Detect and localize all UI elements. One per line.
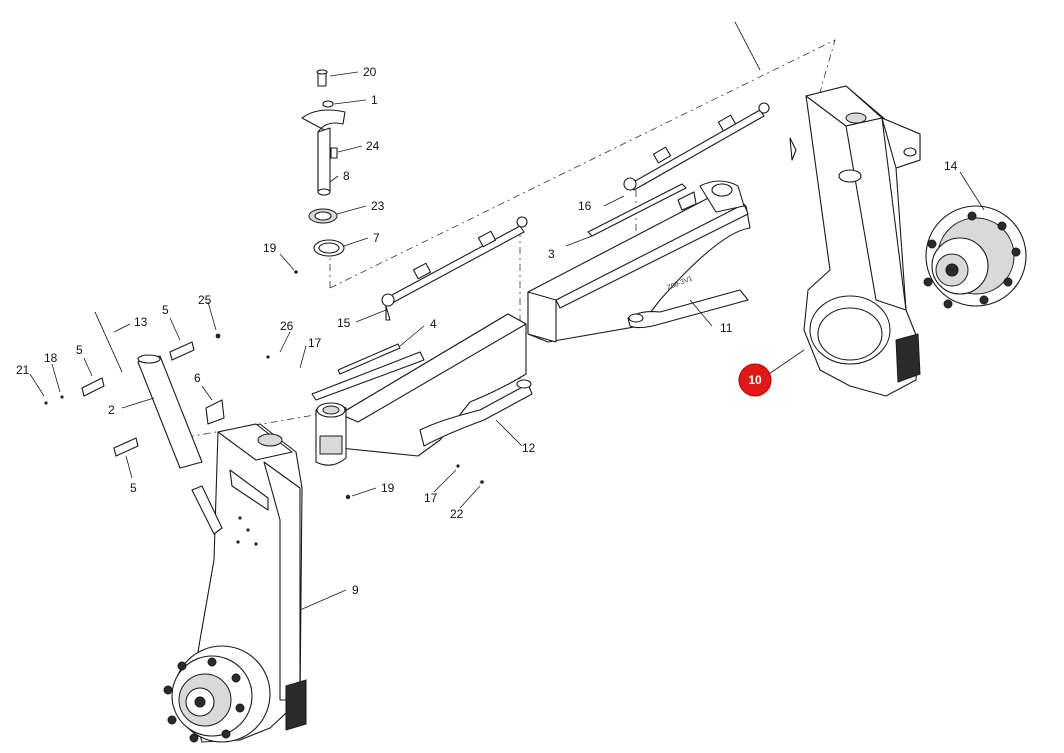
callout-6[interactable]: 6 [194,371,201,385]
callout-15[interactable]: 15 [337,316,351,330]
spring-upper [734,21,761,71]
leader-lines [29,71,985,611]
callout-2[interactable]: 2 [108,403,115,417]
callout-3[interactable]: 3 [548,247,555,261]
knuckle-arm-10 [789,85,921,397]
callout-10-highlight[interactable]: 10 [738,363,772,397]
callout-5-top[interactable]: 5 [162,303,169,317]
callout-7[interactable]: 7 [373,231,380,245]
rod-17 [311,351,425,401]
callout-11[interactable]: 11 [720,321,733,335]
callout-19-lower[interactable]: 19 [381,481,395,495]
rod-4 [337,343,401,375]
callout-5-bottom[interactable]: 5 [130,481,137,495]
callout-5-left[interactable]: 5 [76,343,83,357]
callout-19-upper[interactable]: 19 [263,241,277,255]
knuckle-arm-9 [163,423,307,743]
hub-assembly-14 [923,205,1027,309]
callout-14[interactable]: 14 [944,159,958,173]
callout-24[interactable]: 24 [366,139,380,153]
callout-16[interactable]: 16 [578,199,592,213]
callout-20[interactable]: 20 [363,65,377,79]
clips-5-6 [44,333,225,457]
spring-13 [94,311,123,373]
kingpin-stack [294,69,346,274]
hub-bolts-14 [923,211,1021,309]
callout-18[interactable]: 18 [44,351,58,365]
callout-23[interactable]: 23 [371,199,385,213]
callout-1[interactable]: 1 [371,93,378,107]
callout-25[interactable]: 25 [198,293,212,307]
tie-rod-16 [623,102,770,191]
callout-labels: 20 1 24 8 23 7 19 15 16 3 11 4 26 17 13 … [16,65,958,597]
axle-beam-12 [315,313,533,500]
callout-9[interactable]: 9 [352,583,359,597]
callout-4[interactable]: 4 [430,317,437,331]
hub-bolts-9 [163,657,245,743]
callout-26[interactable]: 26 [280,319,294,333]
post-2 [137,354,203,469]
callout-17-upper[interactable]: 17 [308,336,322,350]
axle-beam-11: Z98-3V1 [527,180,751,343]
callout-22[interactable]: 22 [450,507,464,521]
callout-17-lower[interactable]: 17 [424,491,438,505]
callout-21[interactable]: 21 [16,363,30,377]
callout-8[interactable]: 8 [343,169,350,183]
rod-3 [587,183,687,237]
callout-12[interactable]: 12 [522,441,536,455]
callout-10[interactable]: 10 [748,373,762,387]
tie-rod-15 [381,216,528,321]
callout-13[interactable]: 13 [134,315,148,329]
